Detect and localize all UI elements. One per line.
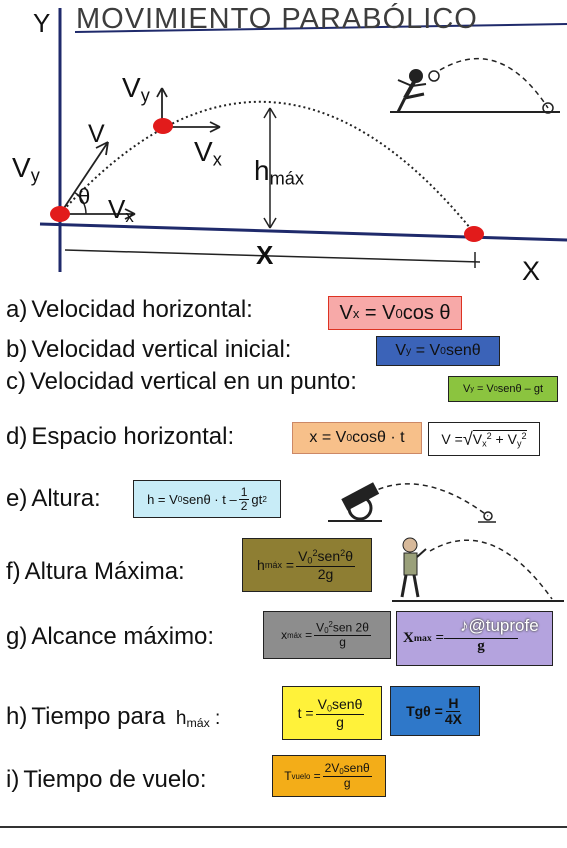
title-underline bbox=[74, 23, 567, 33]
item-a: a)Velocidad horizontal: bbox=[6, 296, 253, 323]
v0-label: V bbox=[88, 120, 105, 148]
vy-mid-label: Vy bbox=[122, 72, 150, 106]
item-c: c)Velocidad vertical en un punto: bbox=[6, 368, 357, 395]
bottom-rule bbox=[0, 826, 567, 828]
cannon-illustration bbox=[328, 482, 496, 523]
ball-mid bbox=[153, 118, 173, 134]
item-h: h)Tiempo para hmáx : bbox=[6, 703, 221, 731]
v0-vector bbox=[59, 141, 109, 215]
distance-label: X bbox=[256, 240, 274, 270]
vy-start-label: Vy bbox=[12, 152, 40, 186]
ball-start bbox=[50, 206, 70, 222]
vx-start-label: Vx bbox=[108, 194, 134, 227]
item-i: i)Tiempo de vuelo: bbox=[6, 766, 207, 793]
hmax-label: hmáx bbox=[254, 155, 304, 189]
ball-end bbox=[464, 226, 484, 242]
vx-mid-label: Vx bbox=[194, 136, 222, 170]
distance-line bbox=[64, 249, 481, 263]
formula-d2: V = √Vx2 + Vy2 bbox=[428, 422, 540, 456]
y-axis-label: Y bbox=[33, 8, 51, 38]
item-d: d)Espacio horizontal: bbox=[6, 423, 235, 450]
kicker-illustration bbox=[390, 57, 560, 114]
page-title: MOVIMIENTO PARABÓLICO bbox=[76, 3, 478, 35]
item-b: b)Velocidad vertical inicial: bbox=[6, 336, 292, 363]
theta-label: θ bbox=[78, 184, 91, 209]
watermark: ♪@tuprofe bbox=[460, 616, 539, 635]
trajectory bbox=[59, 101, 476, 235]
thrower-illustration bbox=[392, 537, 564, 602]
x-axis-label: X bbox=[522, 256, 541, 286]
projectile-diagram bbox=[39, 8, 567, 272]
item-e: e)Altura: bbox=[6, 485, 101, 512]
item-g: g)Alcance máximo: bbox=[6, 623, 215, 650]
item-f: f)Altura Máxima: bbox=[6, 558, 185, 585]
angle-arc bbox=[73, 191, 87, 215]
